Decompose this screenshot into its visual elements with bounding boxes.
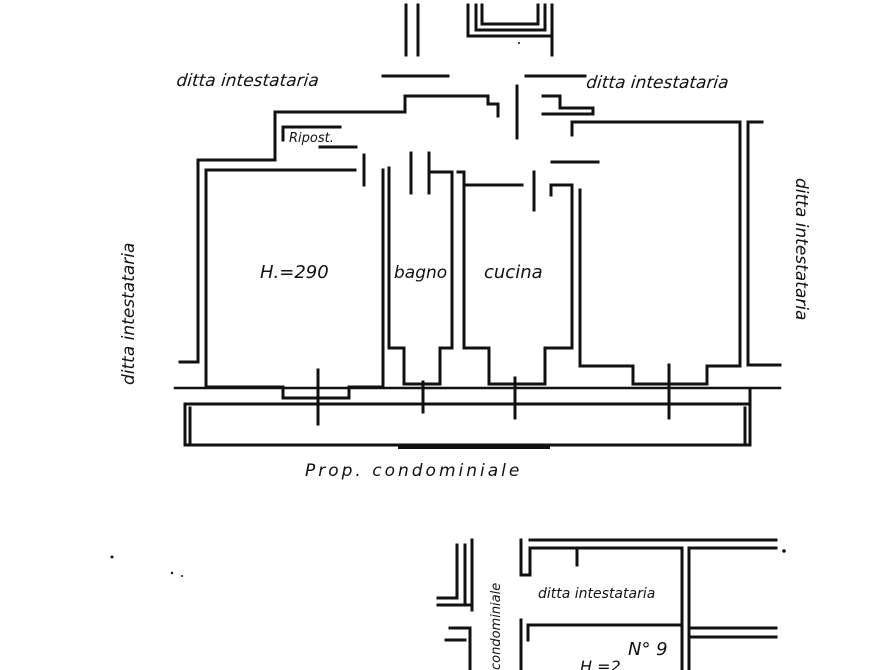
prop-condominiale-label: Prop. condominiale	[305, 461, 522, 481]
condominiale-label-lower: condominiale	[489, 583, 504, 670]
bagno-label: bagno	[394, 263, 447, 283]
plan-walls	[173, 3, 782, 670]
neighbor-label-top-right: ditta intestataria	[585, 73, 729, 93]
lower-height-label: H.=2..	[580, 657, 631, 670]
unit-number-label: N° 9	[628, 639, 668, 660]
cucina-label: cucina	[484, 262, 543, 283]
neighbor-label-lower: ditta intestataria	[538, 586, 655, 602]
neighbor-label-left: ditta intestataria	[119, 243, 139, 385]
ink-specks	[110, 42, 786, 577]
ripostiglio-label: Ripost.	[289, 131, 334, 146]
neighbor-label-top-left: ditta intestataria	[175, 71, 319, 91]
neighbor-label-right: ditta intestataria	[791, 178, 811, 320]
room-height-label: H.=290	[260, 262, 329, 283]
